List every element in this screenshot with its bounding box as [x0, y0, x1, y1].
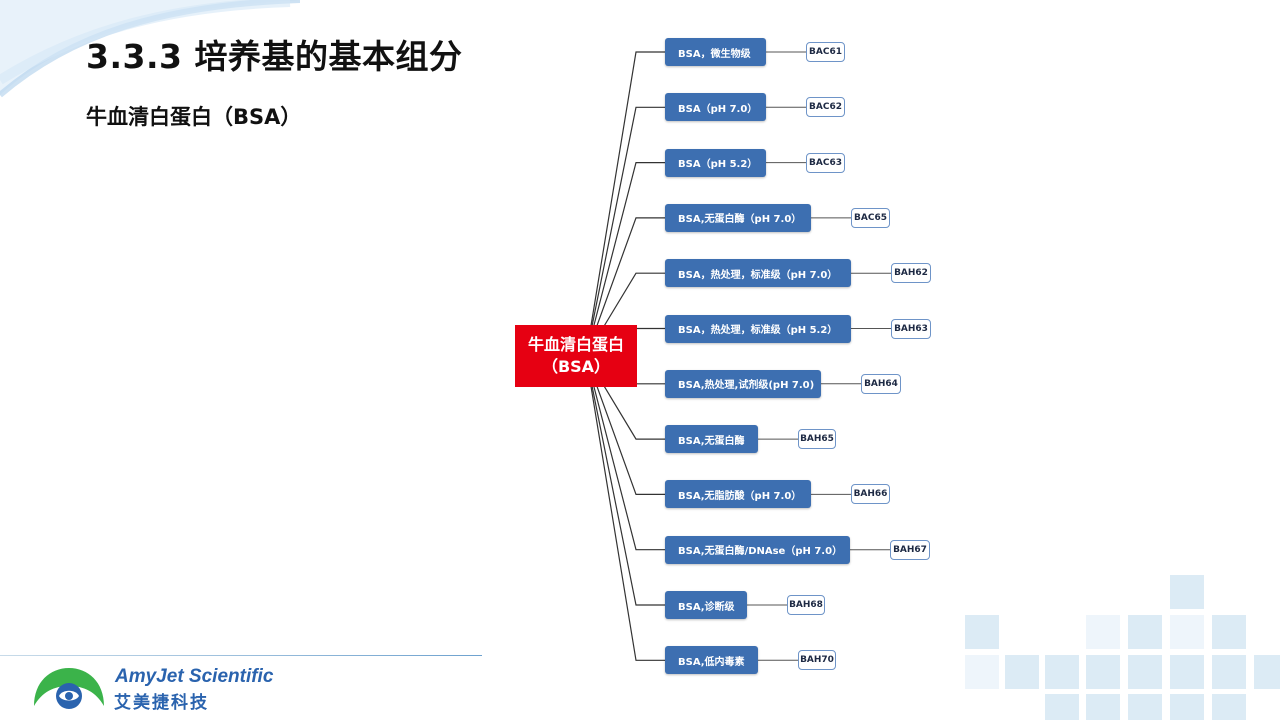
- mindmap-connector: [585, 355, 665, 551]
- mindmap-branch-node: BSA,无蛋白酶: [665, 425, 758, 454]
- product-code-tag: BAH67: [890, 539, 930, 560]
- mindmap-branch-node: BSA,低内毒素: [665, 646, 758, 675]
- mindmap-branch-node: BSA,无蛋白酶（pH 7.0）: [665, 203, 811, 232]
- slide-title: 3.3.3 培养基的基本组分: [86, 37, 463, 76]
- product-code-tag: BAH62: [891, 263, 931, 284]
- mindmap-branch-node: BSA,无蛋白酶/DNAse（pH 7.0）: [665, 535, 850, 564]
- mindmap-branch-node: BSA，微生物级: [665, 38, 766, 66]
- mindmap-branch-node: BSA，热处理，标准级（pH 7.0）: [665, 259, 851, 288]
- mindmap-connector: [585, 355, 665, 661]
- footer-divider: [0, 655, 482, 656]
- mindmap-branch-node: BSA（pH 5.2）: [665, 148, 766, 177]
- product-code-tag: BAH70: [798, 650, 836, 671]
- mindmap-branch-node: BSA，热处理，标准级（pH 5.2）: [665, 314, 851, 343]
- product-code-tag: BAH64: [861, 373, 901, 394]
- header-swoosh-decoration: [0, 0, 300, 98]
- corner-tile-decoration: [965, 575, 1280, 720]
- mindmap-connector: [585, 217, 665, 357]
- product-code-tag: BAC63: [806, 152, 845, 173]
- mindmap-connector: [585, 355, 665, 606]
- product-code-tag: BAC65: [851, 207, 890, 228]
- mindmap-branch-node: BSA（pH 7.0）: [665, 93, 766, 122]
- mindmap-connector: [585, 106, 665, 357]
- mindmap-branch-node: BSA,无脂肪酸（pH 7.0）: [665, 480, 811, 509]
- mindmap-root-node: 牛血清白蛋白（BSA）: [515, 325, 637, 387]
- company-logo-english: AmyJet Scientific: [115, 666, 274, 687]
- mindmap-connector: [585, 355, 665, 495]
- company-logo-icon: [34, 668, 104, 709]
- mindmap-connector: [585, 162, 665, 357]
- company-logo-chinese: 艾美捷科技: [114, 693, 209, 713]
- mindmap-connector: [585, 51, 665, 357]
- product-code-tag: BAH63: [891, 318, 931, 339]
- product-code-tag: BAC62: [806, 97, 845, 118]
- product-code-tag: BAH65: [798, 429, 836, 450]
- mindmap-branch-node: BSA,诊断级: [665, 591, 747, 619]
- slide-subtitle: 牛血清白蛋白（BSA）: [86, 105, 302, 129]
- product-code-tag: BAH66: [851, 484, 890, 505]
- mindmap-branch-node: BSA,热处理,试剂级(pH 7.0): [665, 369, 821, 398]
- product-code-tag: BAH68: [787, 595, 825, 615]
- product-code-tag: BAC61: [806, 42, 845, 62]
